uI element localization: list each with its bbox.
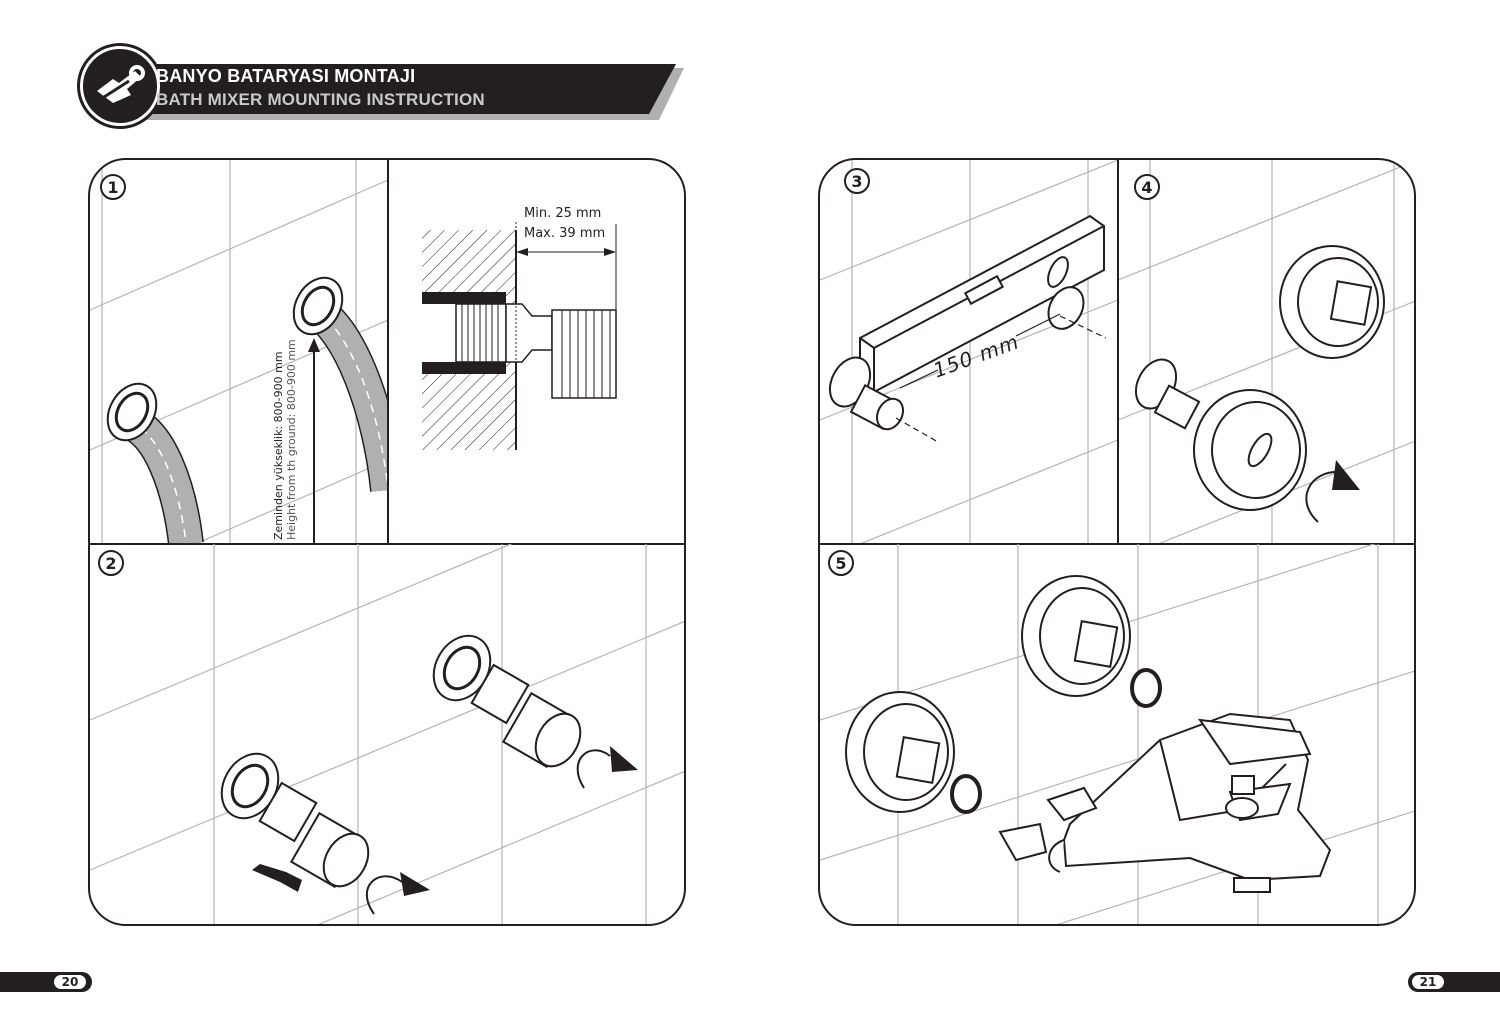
header-banner bbox=[134, 64, 684, 120]
step-3-badge: 3 bbox=[844, 168, 870, 194]
title-english: BATH MIXER MOUNTING INSTRUCTION bbox=[156, 90, 485, 109]
left-page-panels: 1 2 Min. 25 mm Max. 39 mm bbox=[88, 158, 686, 926]
spirit-level bbox=[859, 214, 1105, 394]
step-4-badge: 4 bbox=[1134, 174, 1160, 200]
height-arrow bbox=[308, 338, 320, 544]
step3-fittings bbox=[828, 286, 1085, 431]
title-turkish: BANYO BATARYASI MONTAJI bbox=[156, 66, 416, 86]
step2-fittings bbox=[220, 634, 638, 915]
right-page-panels: 3 4 5 bbox=[818, 158, 1416, 926]
page-number-right: 21 bbox=[1408, 972, 1500, 992]
installation-height-label: Zeminden yükseklik: 800-900 mm Height fr… bbox=[272, 339, 298, 540]
step5-tile-grid bbox=[820, 544, 1414, 924]
spacing-dimension bbox=[895, 313, 1107, 443]
page-number-left: 20 bbox=[0, 972, 92, 992]
step1-hoses bbox=[106, 276, 388, 544]
step-1-badge: 1 bbox=[100, 174, 126, 200]
step-5-badge: 5 bbox=[828, 550, 854, 576]
min-depth-label: Min. 25 mm bbox=[524, 206, 602, 221]
max-depth-label: Max. 39 mm bbox=[524, 226, 606, 241]
wall-cross-section bbox=[422, 222, 617, 450]
step4-flanges bbox=[1134, 245, 1385, 523]
step2-tile-grid bbox=[90, 544, 684, 924]
wrench-hand-icon bbox=[80, 46, 160, 126]
step-2-badge: 2 bbox=[98, 550, 124, 576]
step5-mixer-assembly bbox=[845, 575, 1332, 893]
